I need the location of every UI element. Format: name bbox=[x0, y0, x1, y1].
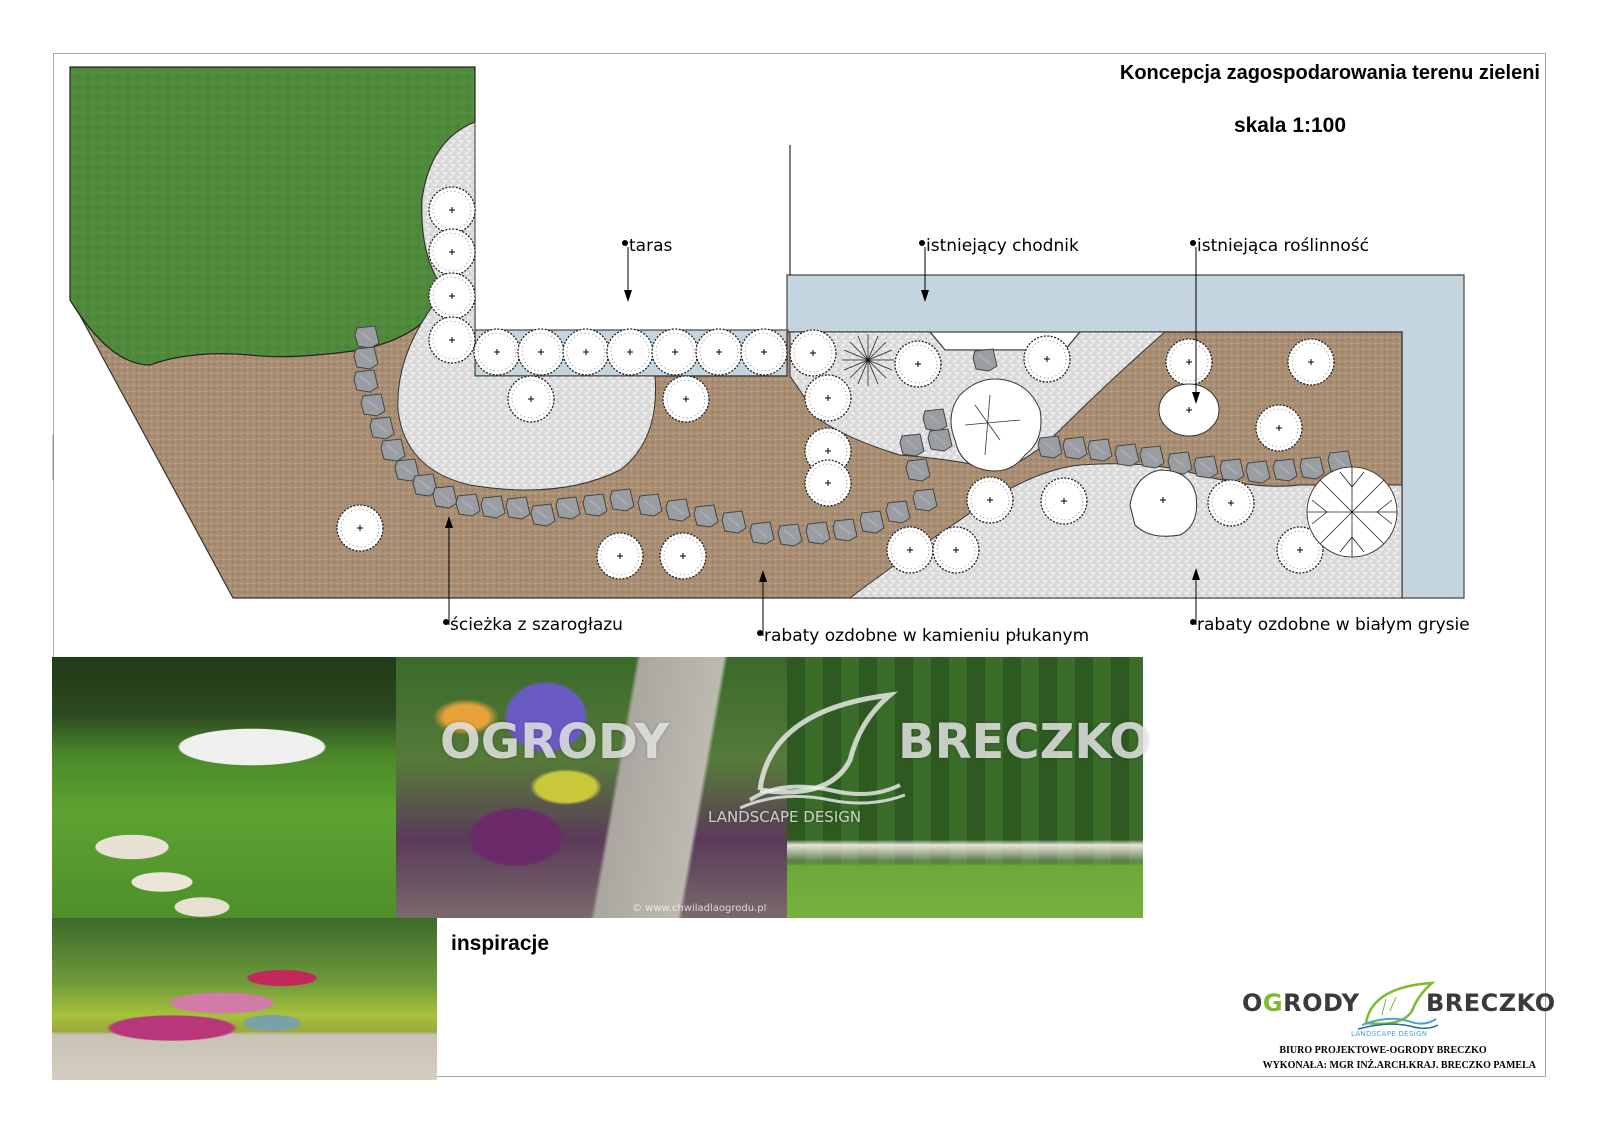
sheet-scale: skala 1:100 bbox=[1233, 114, 1347, 137]
inspiration-photo-3 bbox=[787, 657, 1143, 918]
photo-credit: © www.chwiladlaogrodu.pl bbox=[632, 903, 767, 914]
existing-shrub-blob bbox=[1129, 469, 1198, 537]
label-terrace: taras bbox=[622, 236, 672, 256]
label-washed-stone-beds: rabaty ozdobne w kamieniu płukanym bbox=[757, 626, 1089, 646]
leaf-logo-icon bbox=[1358, 981, 1438, 1030]
deciduous-tree-symbol bbox=[1306, 466, 1398, 558]
bullet-icon bbox=[1190, 619, 1196, 625]
inspiration-photo-4 bbox=[52, 918, 437, 1080]
designer-credit: WYKONAŁA: MGR INŻ.ARCH.KRAJ. BRECZKO PAM… bbox=[1262, 1060, 1536, 1071]
bullet-icon bbox=[919, 240, 925, 246]
label-existing-path: istniejący chodnik bbox=[919, 236, 1079, 256]
inspiration-photo-2 bbox=[396, 657, 787, 918]
company-logo: OGRODY BRECZKO LANDSCAPE DESIGN bbox=[1230, 975, 1555, 1075]
label-white-grit-beds: rabaty ozdobne w białym grysie bbox=[1190, 615, 1470, 635]
bullet-icon bbox=[622, 240, 628, 246]
existing-tree-canopy bbox=[950, 378, 1042, 472]
sheet-title: Koncepcja zagospodarowania terenu zielen… bbox=[1119, 62, 1540, 84]
inspiration-photo-1 bbox=[52, 657, 396, 918]
bullet-icon bbox=[757, 630, 763, 636]
label-existing-vegetation: istniejąca roślinność bbox=[1190, 236, 1369, 256]
ornamental-grass-symbol bbox=[842, 334, 894, 386]
label-stone-path: ścieżka z szarogłazu bbox=[443, 615, 623, 635]
site-plan bbox=[52, 66, 1465, 636]
bullet-icon bbox=[443, 619, 449, 625]
design-office: BIURO PROJEKTOWE-OGRODY BRECZKO bbox=[1279, 1045, 1487, 1056]
lawn-area bbox=[69, 66, 476, 366]
inspiration-heading: inspiracje bbox=[451, 932, 550, 955]
sheet-frame bbox=[53, 53, 1546, 1077]
bullet-icon bbox=[1190, 240, 1196, 246]
